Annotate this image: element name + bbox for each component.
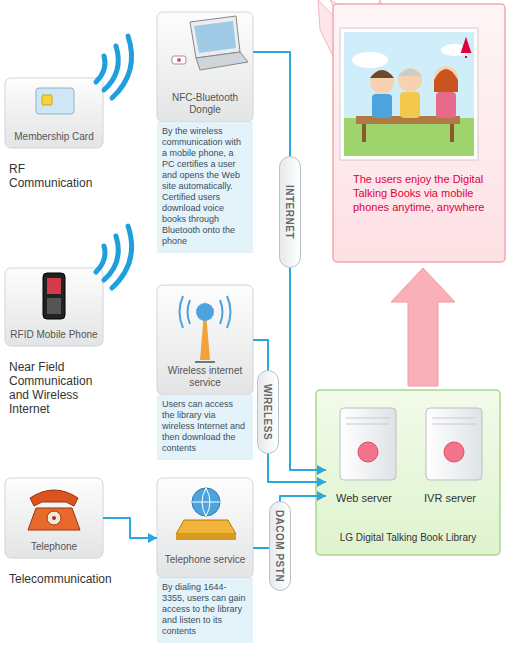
service-tile: Telephone serviceBy dialing 1644-3355, u…	[157, 478, 253, 643]
arrow-head	[317, 465, 326, 475]
tile-title: NFC-Bluetooth Dongle	[157, 86, 253, 122]
laptop-icon	[172, 16, 248, 70]
arrow-head	[317, 477, 326, 487]
result-text: The users enjoy the Digital Talking Book…	[333, 172, 505, 214]
card-icon	[36, 88, 74, 114]
server-label: IVR server	[412, 492, 488, 505]
server-label: Web server	[326, 492, 402, 505]
caption: Near Field Communication and Wireless In…	[5, 360, 105, 416]
phone-icon	[43, 273, 65, 319]
caption: RF Communication	[5, 162, 91, 190]
telephone-icon	[28, 490, 80, 530]
park-illustration	[340, 28, 478, 160]
library-panel: LG Digital Talking Book Library Web serve…	[316, 390, 500, 555]
edge-label: DACOM PSTN	[269, 501, 291, 591]
flow-arrow	[391, 268, 455, 386]
description: Users can access the library via wireles…	[157, 395, 253, 460]
library-panel-bg	[316, 390, 500, 555]
service-icon	[176, 488, 236, 540]
connector	[253, 52, 326, 475]
service-tile: Wireless internet serviceUsers can acces…	[157, 285, 253, 460]
tile-backgrounds	[5, 12, 253, 578]
connector	[253, 340, 326, 487]
device-tile: Membership Card RF Communication	[5, 78, 103, 190]
description: By the wireless communication with a mob…	[157, 122, 253, 253]
wireless-waves	[96, 36, 132, 288]
server-box: Web server	[326, 402, 402, 506]
arrow-head	[317, 491, 326, 501]
connector	[103, 518, 157, 543]
device-tile: TelephoneTelecommunication	[5, 478, 103, 586]
caption: Telecommunication	[5, 572, 125, 586]
server-box: IVR server	[412, 402, 488, 506]
description: By dialing 1644-3355, users can gain acc…	[157, 578, 253, 643]
result-panel-bg	[333, 4, 505, 262]
device-tile: NFC-Bluetooth DongleBy the wireless comm…	[157, 12, 253, 253]
tile-title: Wireless internet service	[157, 359, 253, 395]
server-icon	[340, 408, 482, 480]
tile-title: Telephone	[5, 536, 103, 558]
tile-title: Telephone service	[157, 542, 253, 578]
tile-title: Membership Card	[5, 126, 103, 148]
device-tile: RFID Mobile PhoneNear Field Communicatio…	[5, 268, 103, 416]
antenna-icon	[180, 296, 231, 362]
arrow-head	[148, 533, 157, 543]
tile-title: RFID Mobile Phone	[5, 324, 103, 346]
edge-label: WIRELESS	[257, 370, 279, 454]
result-panel: The users enjoy the Digital Talking Book…	[333, 4, 505, 262]
library-title: LG Digital Talking Book Library	[316, 532, 500, 544]
edge-label: INTERNET	[279, 156, 301, 268]
